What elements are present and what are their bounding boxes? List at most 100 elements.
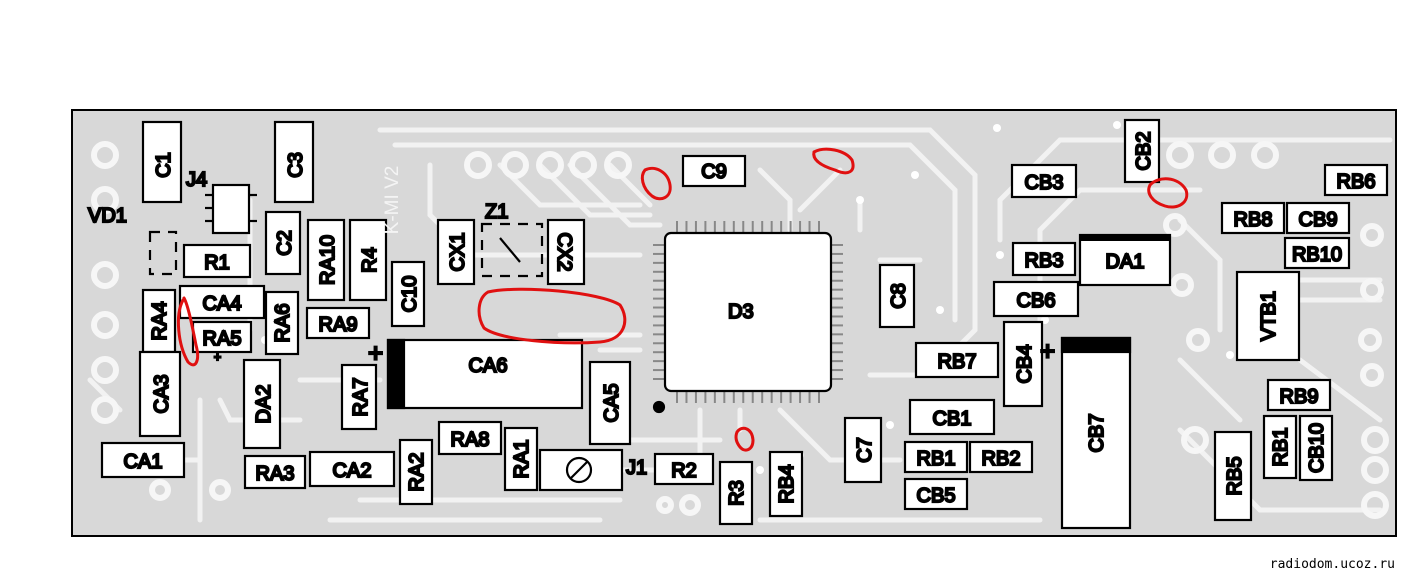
component-C9: C9 (681, 154, 747, 188)
board-silk-label: K-MI V2 (382, 166, 403, 235)
component-R1: R1 (182, 243, 252, 279)
component-RA6: RA6 (264, 290, 300, 356)
svg-text:RA10: RA10 (317, 235, 339, 285)
watermark: radiodom.ucoz.ru (1270, 557, 1395, 572)
svg-text:RA8: RA8 (451, 429, 490, 451)
svg-text:R2: R2 (671, 460, 697, 482)
svg-text:C1: C1 (153, 152, 175, 178)
svg-text:J4: J4 (186, 169, 207, 191)
component-R3: R3 (718, 460, 754, 526)
svg-text:RB1: RB1 (1270, 428, 1292, 467)
component-CB1: CB1 (908, 398, 996, 436)
svg-text:RA9: RA9 (319, 314, 358, 336)
svg-text:CA2: CA2 (333, 460, 372, 482)
svg-text:RA2: RA2 (406, 453, 428, 492)
svg-text:RB4: RB4 (776, 465, 798, 504)
svg-text:RB8: RB8 (1234, 209, 1273, 231)
component-RA5: RA5 (191, 320, 253, 354)
component-RA9: RA9 (305, 306, 371, 340)
component-CB7: CB7 (1060, 336, 1132, 530)
component-RB2: RB2 (968, 440, 1034, 474)
svg-text:RA4: RA4 (149, 302, 171, 341)
component-RA10: RA10 (306, 218, 346, 302)
component-CB4: CB4 + (1002, 320, 1056, 408)
svg-text:+: + (214, 350, 221, 364)
svg-text:R3: R3 (726, 480, 748, 506)
component-RB3: RB3 (1011, 241, 1077, 277)
component-CA1: CA1 (100, 441, 186, 479)
highlight-mark-top (812, 147, 855, 175)
highlight-mark-c9 (640, 166, 672, 201)
highlight-mark-d3-bottom (734, 426, 755, 452)
component-RB1-right: RB1 (1262, 414, 1298, 480)
svg-text:C2: C2 (274, 230, 296, 256)
svg-text:RB1: RB1 (917, 448, 956, 470)
component-CB10: CB10 (1298, 414, 1334, 482)
component-VD1: VD1 (87, 204, 178, 276)
component-CA4: CA4 (178, 284, 266, 320)
svg-text:DA1: DA1 (1106, 251, 1145, 273)
svg-text:D3: D3 (728, 301, 754, 323)
svg-text:CB2: CB2 (1133, 132, 1155, 171)
component-CB5: CB5 (903, 477, 969, 511)
svg-text:Z1: Z1 (485, 201, 508, 223)
component-RA7: RA7 (340, 363, 378, 431)
svg-text:C10: C10 (399, 276, 421, 313)
component-C10: C10 (390, 260, 426, 328)
component-RB8: RB8 (1220, 201, 1286, 235)
component-DA1: DA1 (1078, 233, 1172, 287)
component-D3: D3 (652, 231, 833, 414)
svg-text:R1: R1 (204, 252, 230, 274)
svg-text:CB1: CB1 (933, 408, 972, 430)
highlight-mark-cb2 (1147, 177, 1189, 209)
component-C7: C7 (843, 416, 883, 484)
svg-text:VTB1: VTB1 (1258, 291, 1280, 341)
component-C3: C3 (273, 120, 315, 204)
highlight-mark-ca6-area (477, 287, 627, 345)
svg-text:CA1: CA1 (124, 451, 163, 473)
svg-text:+: + (368, 338, 383, 368)
svg-text:C3: C3 (285, 152, 307, 178)
component-CB2: CB2 (1123, 118, 1161, 184)
component-RA3: RA3 (243, 454, 307, 490)
component-CB9: CB9 (1285, 201, 1351, 235)
component-RB7: RB7 (914, 341, 1000, 379)
svg-text:CB4: CB4 (1014, 345, 1036, 384)
svg-text:CB7: CB7 (1086, 414, 1108, 453)
component-CX2: CX2 (546, 218, 586, 286)
component-J4: J4 (185, 168, 257, 235)
component-RA4: RA4 (141, 288, 177, 354)
component-RA2: RA2 (398, 438, 434, 506)
component-RB1: RB1 (903, 440, 969, 474)
svg-text:CB9: CB9 (1299, 209, 1338, 231)
svg-text:C7: C7 (854, 437, 876, 463)
svg-text:J1: J1 (626, 457, 647, 479)
component-R2: R2 (653, 452, 715, 486)
svg-text:RA6: RA6 (272, 304, 294, 343)
svg-text:R4: R4 (359, 247, 381, 273)
svg-text:CB5: CB5 (917, 485, 956, 507)
component-C8: C8 (878, 263, 916, 329)
component-CB3: CB3 (1010, 163, 1078, 199)
svg-text:CB3: CB3 (1025, 172, 1064, 194)
svg-text:RA3: RA3 (256, 463, 295, 485)
component-RB5: RB5 (1213, 430, 1253, 522)
svg-text:CX1: CX1 (447, 233, 469, 272)
svg-text:RA1: RA1 (511, 440, 533, 479)
svg-text:C9: C9 (701, 161, 727, 183)
component-C1: C1 (141, 120, 183, 204)
highlight-mark-ra5 (177, 296, 200, 367)
component-CA5: CA5 (588, 360, 632, 446)
component-RB4: RB4 (768, 450, 804, 518)
svg-text:CA4: CA4 (203, 293, 242, 315)
svg-text:RB2: RB2 (982, 448, 1021, 470)
svg-text:+: + (1040, 336, 1055, 366)
svg-text:RB9: RB9 (1280, 386, 1319, 408)
component-C2: C2 (264, 210, 302, 276)
component-J1: J1 (538, 448, 648, 492)
component-RA1: RA1 (503, 426, 539, 492)
component-Z1: Z1 (480, 200, 544, 278)
components: C1 C3 J4 VD1 C2 R1 (87, 118, 1389, 530)
svg-text:RB3: RB3 (1025, 250, 1064, 272)
component-VTB1: VTB1 (1235, 270, 1301, 362)
